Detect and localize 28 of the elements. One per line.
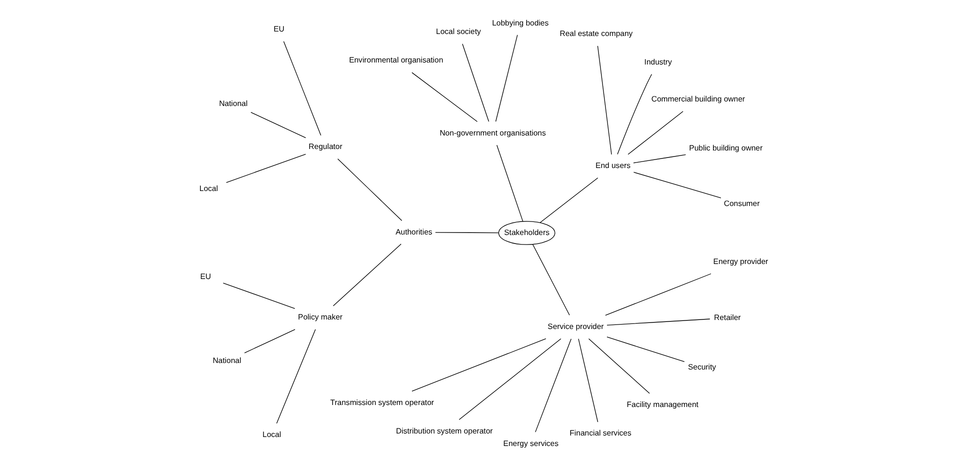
connector: [412, 72, 478, 122]
connector: [540, 177, 598, 222]
connector: [337, 158, 402, 220]
connector: [628, 110, 684, 154]
connector: [495, 34, 518, 122]
connector: [588, 338, 650, 394]
connector: [532, 244, 570, 315]
connector: [435, 232, 499, 233]
connector: [578, 338, 598, 422]
connector: [276, 328, 316, 424]
connector: [222, 282, 296, 308]
connector: [633, 171, 722, 198]
connector: [605, 272, 712, 316]
connector: [283, 40, 322, 136]
connector: [496, 144, 524, 222]
connector: [226, 153, 306, 182]
connector: [633, 154, 686, 163]
connector: [606, 318, 710, 325]
connector: [412, 338, 546, 391]
connector: [597, 45, 612, 154]
connector: [250, 112, 306, 138]
connector: [462, 43, 490, 122]
connector: [535, 338, 572, 432]
connector: [332, 243, 402, 306]
connector: [244, 328, 296, 353]
connector: [606, 336, 685, 362]
connector: [617, 73, 652, 154]
connector: [458, 338, 562, 420]
